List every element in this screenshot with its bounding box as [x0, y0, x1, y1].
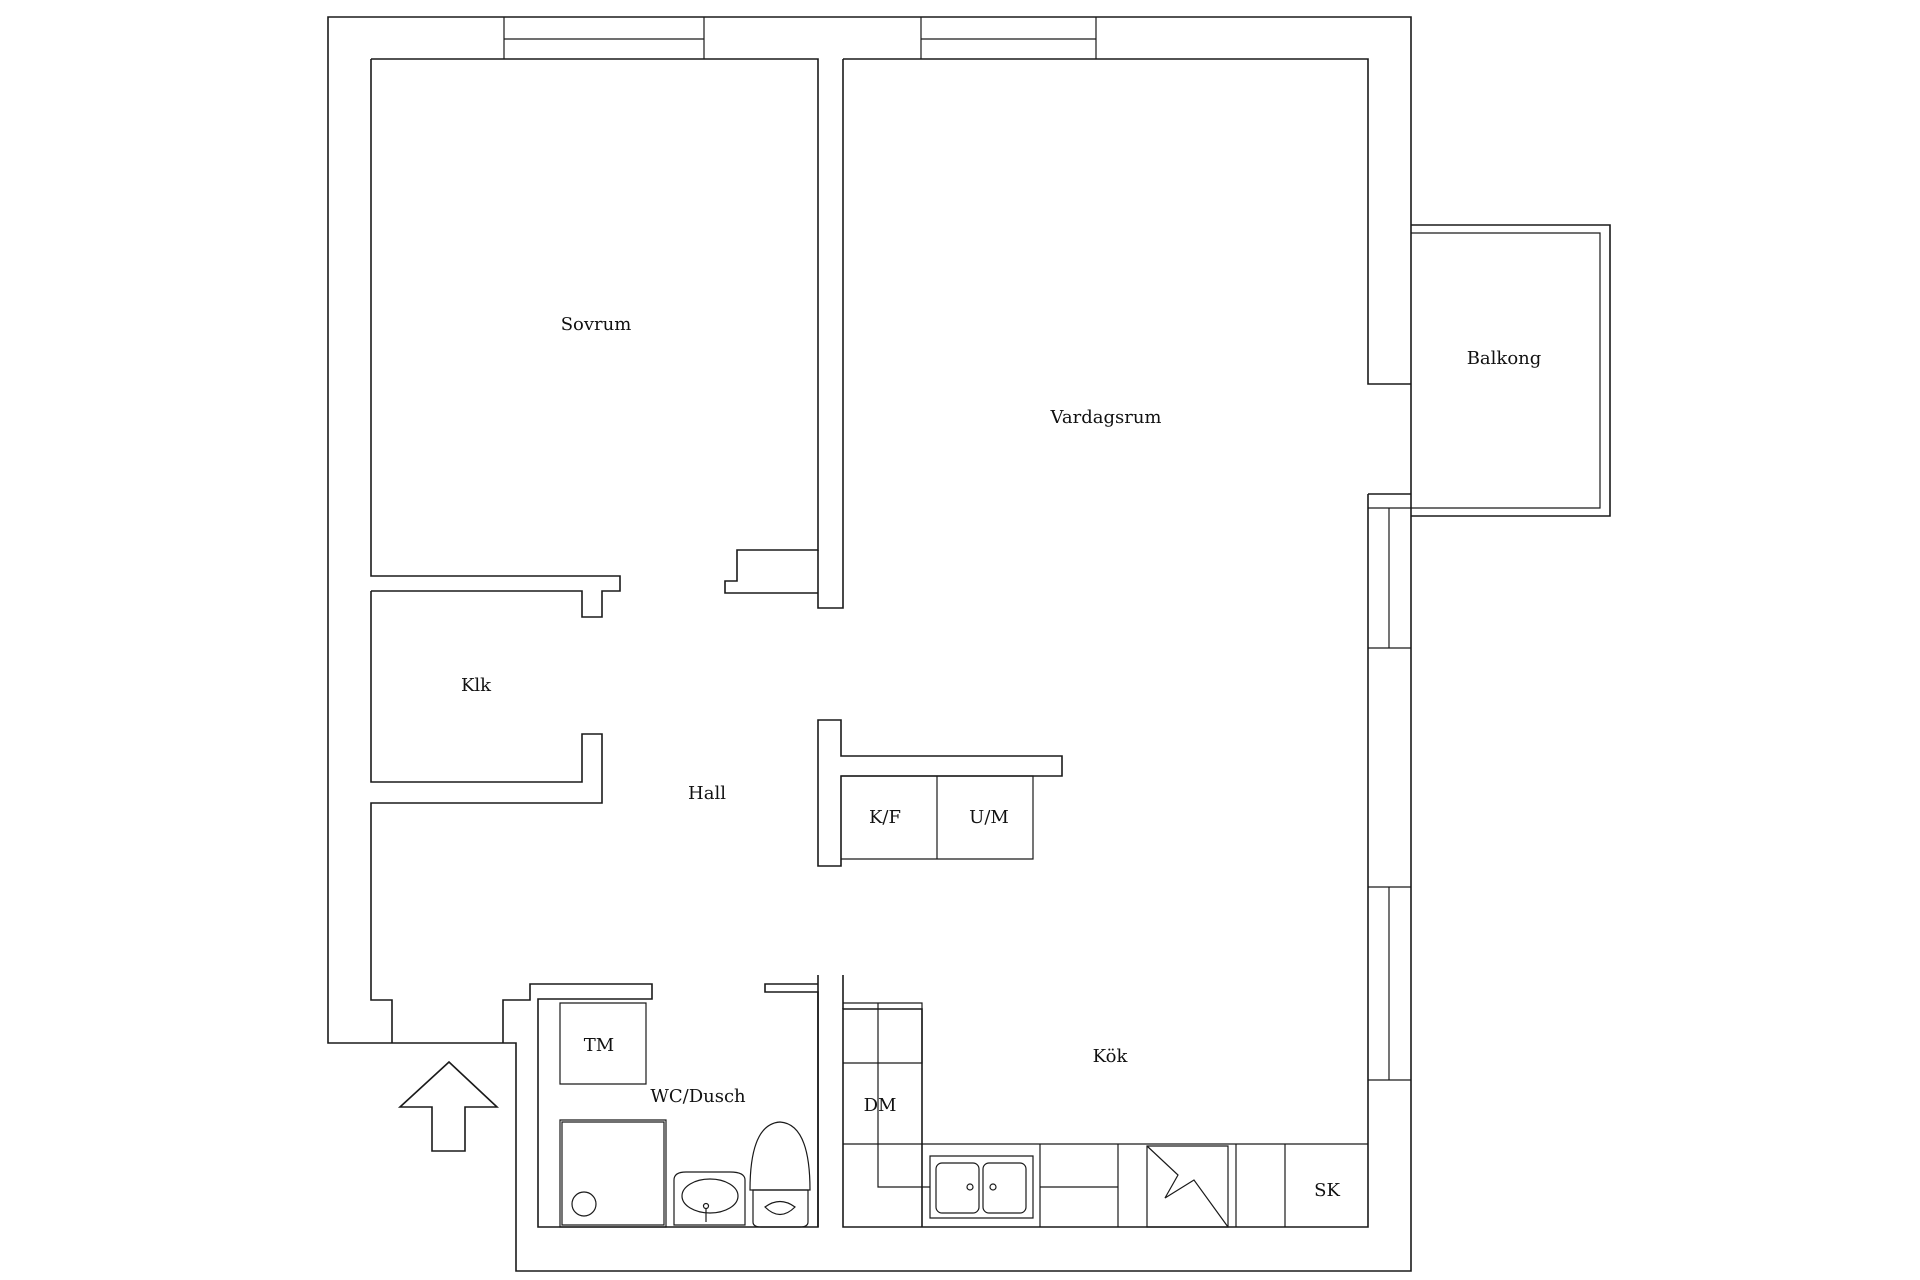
label-um: U/M	[969, 807, 1009, 828]
label-klk: Klk	[461, 675, 492, 696]
label-sk: SK	[1314, 1180, 1340, 1201]
window-top-right	[920, 17, 1097, 59]
closet-walls	[370, 591, 603, 1043]
sink-icon	[929, 1155, 1034, 1219]
label-sovrum: Sovrum	[561, 314, 632, 335]
label-balkong: Balkong	[1467, 348, 1542, 369]
label-dm: DM	[864, 1095, 897, 1116]
kitchen-island	[817, 719, 1063, 867]
label-wc: WC/Dusch	[650, 1086, 746, 1107]
label-hall: Hall	[688, 783, 726, 804]
window-top-left	[503, 17, 705, 59]
balcony	[1411, 224, 1611, 517]
window-right-1	[1368, 507, 1411, 649]
tumble-dryer	[559, 1002, 647, 1085]
label-kf: K/F	[869, 807, 901, 828]
kitchen-counter	[843, 1002, 1368, 1227]
toilet-icon	[749, 1121, 811, 1228]
outer-walls	[327, 16, 1412, 1272]
window-right-2	[1368, 886, 1411, 1081]
shower-icon	[559, 1119, 667, 1228]
stove-icon	[1146, 1145, 1229, 1228]
label-kok: Kök	[1093, 1046, 1129, 1067]
label-tm: TM	[584, 1035, 614, 1056]
bedroom-walls	[370, 59, 844, 618]
washbasin-icon	[673, 1171, 746, 1226]
label-vardagsrum: Vardagsrum	[1050, 407, 1162, 428]
entrance-arrow-icon	[397, 1060, 500, 1152]
